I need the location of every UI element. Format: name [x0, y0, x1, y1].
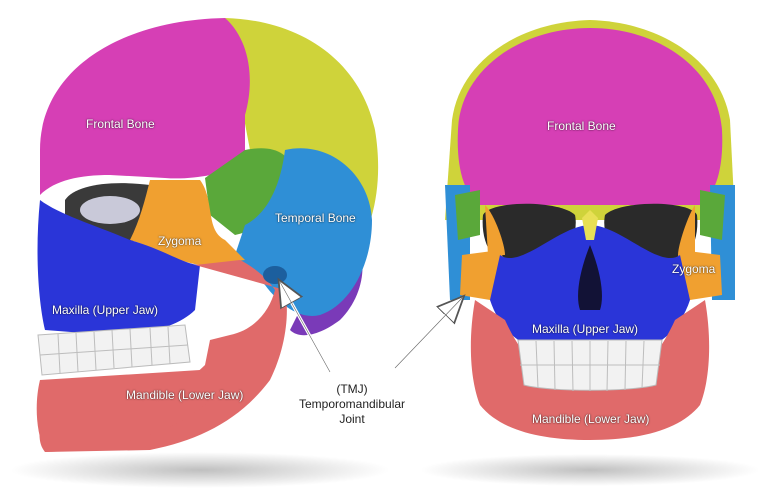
right-nasal-bone: [582, 210, 598, 240]
right-skull: [420, 20, 760, 486]
right-frontal-label: Frontal Bone: [547, 119, 616, 133]
right-mandible-label: Mandible (Lower Jaw): [532, 412, 650, 426]
arrow-icon-outline: [279, 281, 331, 373]
left-zygoma-label: Zygoma: [158, 234, 202, 248]
left-mandible-front: [36, 370, 210, 452]
right-nasal-cavity: [578, 245, 602, 310]
right-shadow: [420, 454, 760, 486]
tmj-caption-line2: Temporomandibular: [298, 397, 406, 411]
right-orbit-rim-right: [678, 205, 695, 255]
arrow-icon-outline: [394, 297, 463, 369]
left-frontal: [40, 18, 250, 195]
left-orbit-inner: [80, 196, 140, 224]
right-maxilla-label: Maxilla (Upper Jaw): [532, 322, 639, 336]
left-mandible-label: Mandible (Lower Jaw): [126, 388, 244, 402]
right-mandible: [470, 300, 710, 440]
left-tmj-spot: [263, 266, 287, 284]
right-zygoma-label: Zygoma: [672, 262, 716, 276]
left-skull: [10, 18, 390, 488]
right-orbit-rim-left: [485, 205, 505, 255]
left-frontal-label: Frontal Bone: [86, 117, 155, 131]
right-sphenoid-left: [455, 190, 480, 240]
tmj-caption-line1: (TMJ): [336, 382, 368, 396]
left-temporal-label: Temporal Bone: [275, 211, 356, 225]
right-sphenoid-right: [700, 190, 725, 240]
left-maxilla: [37, 200, 201, 335]
left-zygoma-bone: [130, 180, 245, 265]
right-frontal: [457, 28, 723, 205]
left-maxilla-label: Maxilla (Upper Jaw): [52, 303, 159, 317]
right-teeth-gaps: [520, 340, 660, 392]
left-teeth-gaps: [39, 326, 189, 374]
left-shadow: [10, 452, 390, 488]
right-zygoma-right: [675, 250, 722, 300]
tmj-caption: (TMJ) Temporomandibular Joint: [297, 382, 407, 427]
tmj-caption-line3: Joint: [339, 412, 365, 426]
